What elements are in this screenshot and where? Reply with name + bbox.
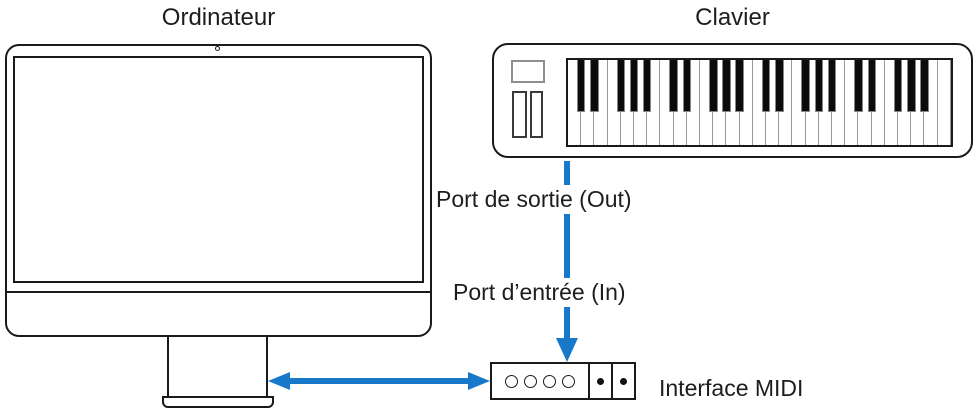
arrow-right-icon (468, 372, 490, 390)
midi-dot-cell-1 (588, 364, 611, 398)
midi-ports-section (492, 364, 588, 398)
black-key (735, 60, 744, 112)
monitor-chin-divider (6, 291, 431, 293)
monitor-stand-base (162, 396, 274, 408)
midi-port-circle-icon (543, 374, 556, 388)
camera-dot-icon (215, 46, 220, 51)
keyboard-display (511, 60, 545, 83)
midi-dot-cell-2 (611, 364, 634, 398)
black-key (893, 60, 903, 112)
white-key (937, 60, 951, 145)
midi-cable-line (564, 161, 570, 340)
black-key (709, 60, 718, 112)
black-key (642, 60, 652, 112)
black-key (682, 60, 692, 112)
black-key (629, 60, 639, 112)
black-key (576, 60, 586, 112)
black-key (854, 60, 863, 112)
black-key (775, 60, 784, 112)
computer-screen (13, 56, 424, 283)
midi-dot-icon (620, 377, 627, 385)
keyboard-title: Clavier (695, 4, 770, 31)
pitch-wheel (512, 91, 527, 138)
midi-port-circle-icon (562, 374, 575, 388)
in-port-label: Port d’entrée (In) (450, 278, 629, 307)
black-key (801, 60, 810, 112)
black-key (669, 60, 678, 112)
computer-interface-cable-line (288, 378, 470, 384)
midi-interface-label: Interface MIDI (659, 375, 804, 401)
black-key (867, 60, 876, 112)
monitor-stand (167, 337, 268, 398)
keyboard-keys (566, 58, 953, 147)
black-key (814, 60, 824, 112)
black-key (616, 60, 626, 112)
midi-port-circle-icon (505, 374, 518, 388)
midi-port-circle-icon (524, 374, 537, 388)
arrow-left-icon (268, 372, 290, 390)
black-key (920, 60, 929, 112)
mod-wheel (530, 91, 543, 138)
black-key (907, 60, 916, 112)
midi-interface-box (490, 362, 636, 400)
black-key (590, 60, 599, 112)
midi-dot-icon (597, 377, 604, 385)
black-key (827, 60, 837, 112)
out-port-label: Port de sortie (Out) (433, 185, 635, 214)
black-key (722, 60, 731, 112)
black-key (761, 60, 771, 112)
arrow-down-icon (556, 338, 578, 362)
computer-title: Ordinateur (161, 4, 276, 31)
